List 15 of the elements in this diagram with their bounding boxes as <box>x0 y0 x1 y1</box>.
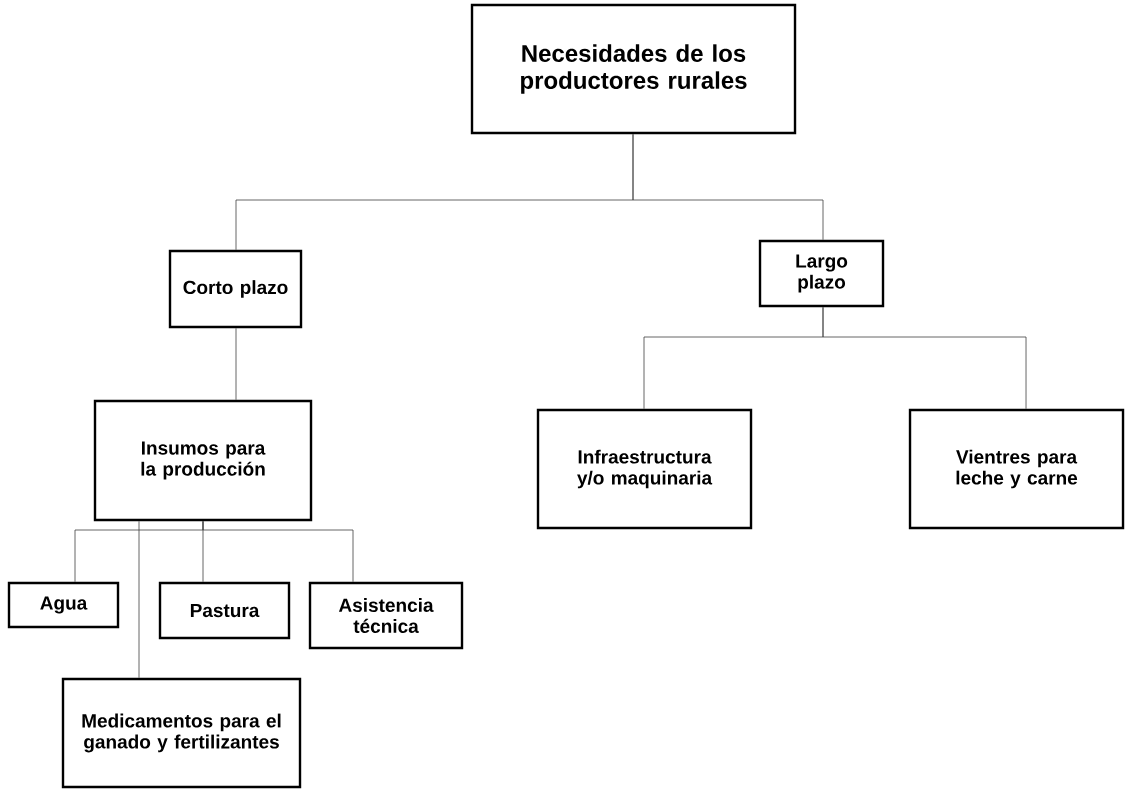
box: Insumos para la producción <box>93 399 313 522</box>
connector-line <box>138 520 140 679</box>
connector-line <box>202 520 354 583</box>
box: Corto plazo <box>168 249 303 329</box>
box: Pastura <box>158 581 291 640</box>
connector-line <box>632 133 824 241</box>
box: Infraestructura y/o maquinaria <box>536 408 753 530</box>
connector-line <box>235 327 237 401</box>
box: Medicamentos para el ganado y fertilizantes <box>61 677 302 789</box>
box: Necesidades de los productores rurales <box>470 3 797 135</box>
box: Asistencia técnica <box>308 581 464 650</box>
box: Vientres para leche y carne <box>908 408 1125 530</box>
box: Largo plazo <box>758 239 885 308</box>
box: Agua <box>7 581 120 629</box>
connector-line <box>822 306 1027 410</box>
